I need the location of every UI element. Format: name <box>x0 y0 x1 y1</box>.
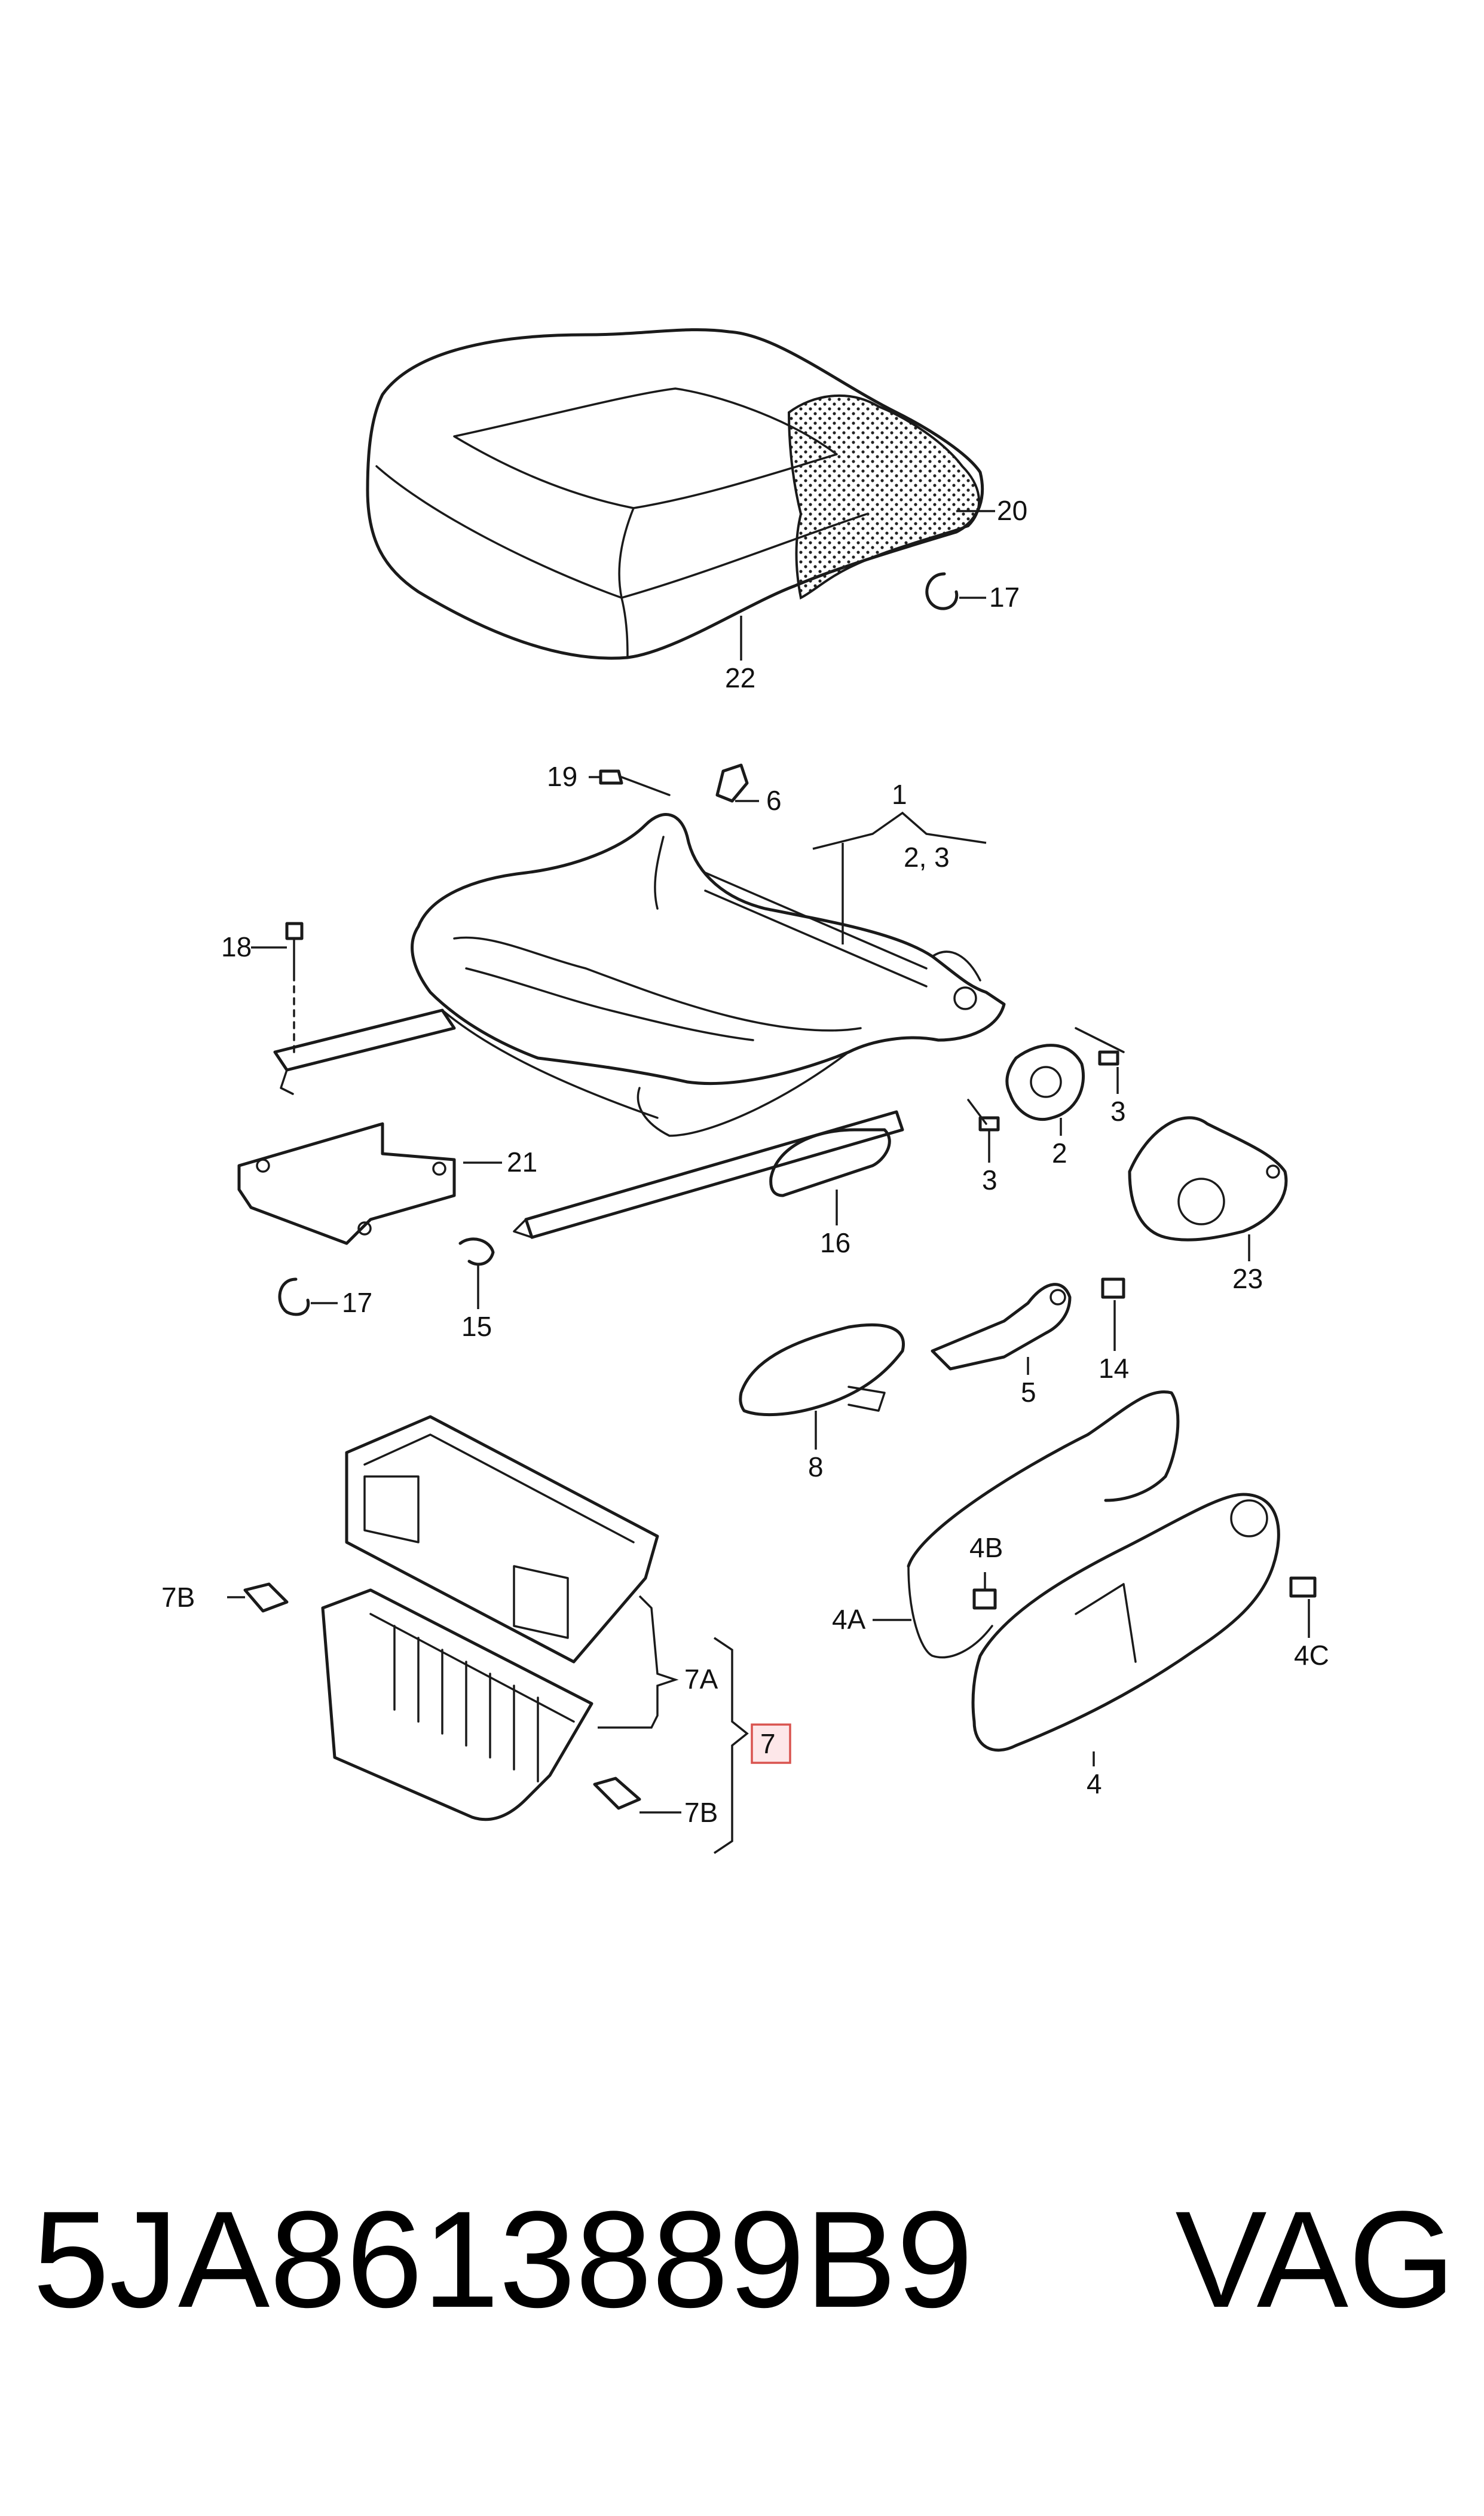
callout-7[interactable]: 7 <box>760 1728 776 1759</box>
bracket-part-21[interactable] <box>237 1122 456 1245</box>
callout-14[interactable]: 14 <box>1099 1353 1129 1384</box>
clip-part-7b-left[interactable] <box>243 1582 289 1613</box>
callout-7b-right[interactable]: 7B <box>684 1797 718 1828</box>
seat-cushion-part-22[interactable] <box>366 328 984 660</box>
bolt-part-19[interactable] <box>599 769 671 796</box>
footer: 5JA8613889B9 VAG <box>33 2182 1455 2337</box>
cover-part-23[interactable] <box>1128 1116 1288 1242</box>
retaining-ring-part-17[interactable] <box>925 572 959 610</box>
side-panel-part-4[interactable] <box>971 1493 1280 1752</box>
callout-3-left[interactable]: 3 <box>982 1164 998 1196</box>
part-number: 5JA8613889B9 <box>33 2182 974 2336</box>
callout-18[interactable]: 18 <box>221 931 252 962</box>
tray-lid-part-7a[interactable] <box>345 1415 659 1664</box>
trim-part-8[interactable] <box>739 1323 905 1417</box>
clip-part-7b-right[interactable] <box>593 1777 641 1810</box>
callout-1[interactable]: 1 <box>892 779 907 810</box>
callout-4b[interactable]: 4B <box>969 1532 1003 1563</box>
callout-4a[interactable]: 4A <box>832 1604 866 1635</box>
callout-6[interactable]: 6 <box>766 785 782 816</box>
callout-23[interactable]: 23 <box>1232 1263 1263 1294</box>
callout-5[interactable]: 5 <box>1021 1377 1036 1408</box>
brand-name: VAG <box>1175 2182 1455 2336</box>
callout-2-3[interactable]: 2, 3 <box>904 842 950 873</box>
callout-15[interactable]: 15 <box>461 1311 492 1342</box>
retaining-ring-part-17-lower[interactable] <box>278 1277 310 1316</box>
callout-19[interactable]: 19 <box>547 761 577 792</box>
seat-rails[interactable] <box>273 1008 904 1239</box>
leader-lines <box>227 510 1310 1854</box>
handle-part-16[interactable] <box>769 1128 891 1197</box>
bolt-part-14[interactable] <box>1101 1277 1125 1299</box>
cable-part-2-3[interactable] <box>967 1027 1125 1125</box>
highlight-box-7 <box>751 1723 791 1764</box>
clip-part-6[interactable] <box>715 763 749 803</box>
callout-4[interactable]: 4 <box>1087 1768 1102 1799</box>
clip-part-15[interactable] <box>458 1237 495 1266</box>
callout-8[interactable]: 8 <box>808 1451 824 1482</box>
clip-part-4c[interactable] <box>1289 1576 1317 1598</box>
callout-16[interactable]: 16 <box>820 1227 850 1258</box>
seat-cover-part-20[interactable] <box>787 394 981 600</box>
callout-22[interactable]: 22 <box>725 662 755 693</box>
callout-17-lower[interactable]: 17 <box>342 1287 372 1318</box>
bolt-part-18[interactable] <box>285 922 304 1053</box>
callout-20[interactable]: 20 <box>997 495 1027 526</box>
screw-part-4b[interactable] <box>972 1588 997 1610</box>
callout-17-upper[interactable]: 17 <box>989 582 1020 613</box>
screw-part-3-left[interactable] <box>978 1116 1000 1132</box>
callout-21[interactable]: 21 <box>507 1147 537 1178</box>
callout-4c[interactable]: 4C <box>1294 1640 1329 1671</box>
screw-part-3-right[interactable] <box>1098 1050 1119 1066</box>
motor-part-2[interactable] <box>1005 1044 1085 1121</box>
callout-3-right[interactable]: 3 <box>1110 1096 1126 1127</box>
callout-7b-left[interactable]: 7B <box>161 1582 195 1613</box>
callout-2[interactable]: 2 <box>1052 1138 1067 1169</box>
tray-part-7[interactable] <box>321 1588 593 1821</box>
seat-frame-part-1[interactable] <box>411 813 1006 1137</box>
wire-part-4a[interactable] <box>907 1390 1180 1659</box>
lever-part-5[interactable] <box>931 1283 1072 1371</box>
callout-7a[interactable]: 7A <box>684 1664 718 1695</box>
